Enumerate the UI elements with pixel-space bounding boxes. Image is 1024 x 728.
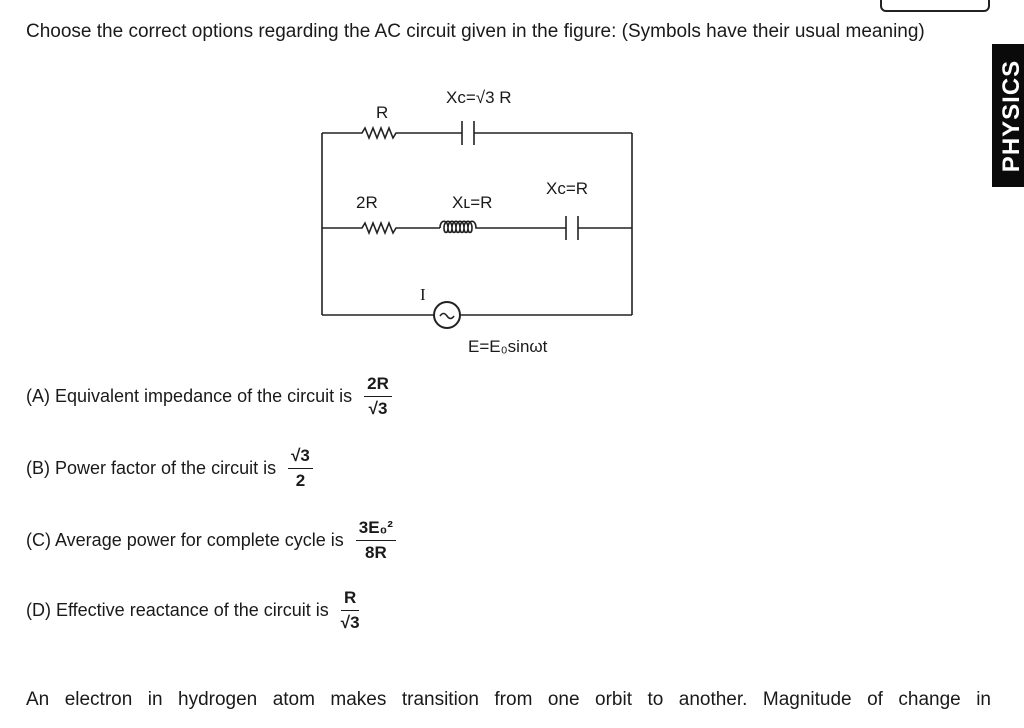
label-xl: Xʟ=R <box>452 193 492 212</box>
capacitor-1 <box>461 121 475 145</box>
fraction: 2R√3 <box>364 374 392 419</box>
inductor <box>439 220 566 234</box>
label-current: I <box>420 285 426 304</box>
option-d[interactable]: (D) Effective reactance of the circuit i… <box>26 588 360 632</box>
label-r: R <box>376 103 388 122</box>
subject-tag: PHYSICS <box>992 44 1024 187</box>
option-a[interactable]: (A) Equivalent impedance of the circuit … <box>26 374 392 419</box>
resistor-2r <box>322 220 440 236</box>
label-source: E=E₀sinωt <box>468 337 548 356</box>
label-xc1: Xᴄ=√3 R <box>446 88 512 107</box>
label-xc2: Xᴄ=R <box>546 179 588 198</box>
header-tag-box <box>880 0 990 12</box>
resistor-r <box>322 125 462 141</box>
ac-source-icon <box>433 301 461 329</box>
label-2r: 2R <box>356 193 378 212</box>
question-text: Choose the correct options regarding the… <box>26 21 925 42</box>
next-question-text: An electron in hydrogen atom makes trans… <box>26 689 991 710</box>
option-c[interactable]: (C) Average power for complete cycle is … <box>26 518 396 563</box>
capacitor-2 <box>565 216 579 240</box>
fraction: R√3 <box>340 588 360 632</box>
